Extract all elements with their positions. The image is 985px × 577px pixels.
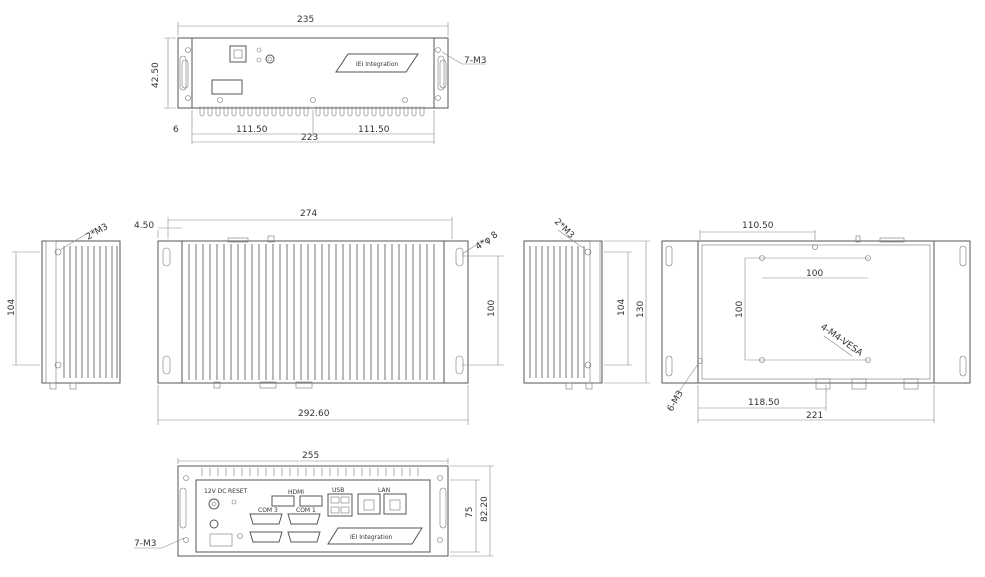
dim-front-half-right: 111.50: [358, 125, 390, 135]
rear-hdmi-label: HDMI: [288, 489, 304, 496]
lan-port-2: [383, 493, 407, 515]
power-switch: [229, 45, 247, 63]
top-view: 274 4.50 292.60 100 4*φ 8: [134, 209, 504, 425]
dim-top-offset: 4.50: [134, 221, 154, 231]
led-indicator: [256, 57, 262, 63]
dim-rear-height-outer: 82.20: [480, 496, 490, 522]
rear-lan-label: LAN: [378, 487, 390, 494]
front-brand: IEI Integration: [356, 61, 398, 68]
dc-jack: [208, 498, 220, 510]
usb-port-4: [340, 506, 350, 514]
left-side-view: 104 2*M3: [7, 222, 121, 390]
dim-top-overall: 292.60: [298, 409, 330, 419]
rear-usb-label: USB: [332, 487, 344, 494]
dim-bottom-overall: 221: [806, 411, 823, 421]
left-screw-label: 2*M3: [85, 222, 111, 243]
com-port-4: [249, 531, 283, 543]
rear-com1-label: COM 1: [296, 507, 316, 514]
dim-top-slot-spacing: 100: [487, 300, 497, 317]
hdmi-port-1: [271, 495, 295, 507]
lan-port-1: [357, 493, 381, 515]
dim-rear-height-inner: 75: [465, 507, 475, 518]
rear-view: 12V DC RESET HDMI COM 3 COM 1 USB LAN: [134, 451, 494, 557]
right-screw-label: 2*M3: [552, 217, 576, 241]
rear-logo-plate: [327, 527, 423, 545]
dim-left-height: 104: [7, 299, 17, 316]
rear-top-fins: [201, 468, 419, 476]
usb-port-3: [330, 506, 340, 514]
dim-front-half-left: 111.50: [236, 125, 268, 135]
rear-reset-label: RESET: [228, 488, 248, 495]
right-side-fins: [529, 246, 585, 378]
dim-front-width: 235: [297, 15, 314, 25]
front-logo-plate: [335, 53, 419, 73]
com-port-1: [287, 513, 321, 525]
dim-front-offset: 6: [173, 125, 179, 135]
left-side-fins: [63, 246, 118, 378]
dim-top-length: 274: [300, 209, 317, 219]
front-window: [211, 79, 243, 95]
usb-port-1: [330, 496, 340, 504]
com-port-2: [287, 531, 321, 543]
com-port-3: [249, 513, 283, 525]
front-view: IEI Integration 235 42.50 111.50 111.50 …: [151, 15, 486, 144]
dim-rear-width: 255: [302, 451, 319, 461]
front-right-fins: [437, 55, 447, 91]
rear-com3-label: COM 3: [258, 507, 278, 514]
hdmi-port-2: [299, 495, 323, 507]
rear-screw-label: 7-M3: [134, 539, 156, 549]
dim-front-span: 223: [301, 133, 318, 143]
right-side-view: 104 130 2*M3: [523, 217, 650, 390]
usb-port-2: [340, 496, 350, 504]
dim-bottom-offset: 118.50: [748, 398, 780, 408]
bottom-screw-label: 6-M3: [666, 389, 686, 413]
reset-button: [231, 499, 237, 505]
rear-brand: IEI Integration: [350, 534, 392, 541]
front-left-fins: [179, 55, 189, 91]
dim-right-height-inner: 104: [617, 299, 627, 316]
dim-right-height-outer: 130: [636, 301, 646, 318]
audio-jack: [265, 54, 275, 64]
front-screw-label: 7-M3: [464, 56, 486, 66]
dim-vesa-h: 100: [806, 269, 823, 279]
front-bottom-fins: [199, 106, 425, 117]
top-slot-label: 4*φ 8: [474, 230, 500, 253]
dim-vesa-v: 100: [735, 301, 745, 318]
vesa-label: 4-M4-VESA: [818, 322, 865, 359]
dim-front-height: 42.50: [151, 62, 161, 88]
bottom-view: 100 100 110.50 4-M4-VESA 118.50 221 6-M3: [661, 221, 971, 423]
rear-dc-label: 12V DC: [204, 488, 226, 495]
top-fins: [188, 244, 435, 380]
dim-bottom-top: 110.50: [742, 221, 774, 231]
